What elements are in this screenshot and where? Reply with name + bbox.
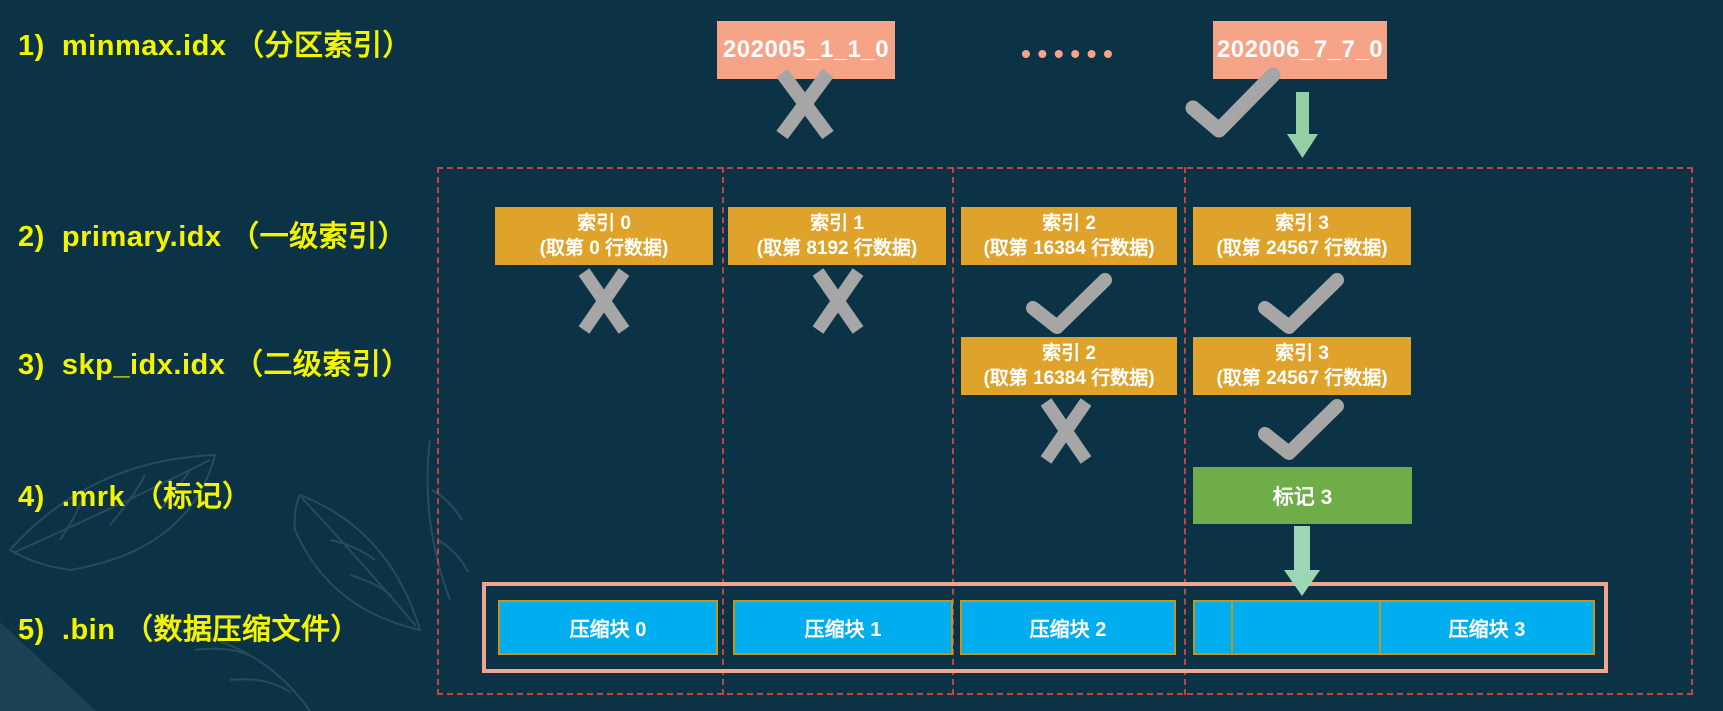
- bin-container: [482, 582, 1608, 673]
- index-title: 索引 1: [810, 212, 864, 234]
- down-arrow-icon: [1287, 92, 1318, 158]
- index-title: 索引 3: [1275, 342, 1329, 364]
- index-title: 索引 3: [1275, 212, 1329, 234]
- index-title: 索引 2: [1042, 212, 1096, 234]
- corner-wedge: [0, 622, 96, 711]
- leaf-watermark: [0, 439, 469, 711]
- index-title: 索引 0: [577, 212, 631, 234]
- index-subtitle: (取第 0 行数据): [539, 238, 669, 259]
- bin-block-2: 压缩块 2: [960, 600, 1176, 655]
- row-label-mrk: 4) .mrk （标记）: [18, 481, 252, 513]
- column-divider-1: [722, 167, 724, 695]
- x-icon: [812, 268, 864, 334]
- index-subtitle: (取第 8192 行数据): [756, 238, 918, 259]
- column-divider-3: [1184, 167, 1186, 695]
- row-label-primary-idx: 2) primary.idx （一级索引）: [18, 221, 408, 253]
- column-divider-2: [952, 167, 954, 695]
- check-icon: [1258, 399, 1344, 460]
- check-icon: [1026, 273, 1112, 334]
- row-label-bin: 5) .bin （数据压缩文件）: [18, 614, 361, 646]
- bin-block-divider: [1231, 602, 1233, 653]
- primary-index-box-3: 索引 3 (取第 24567 行数据): [1193, 207, 1411, 265]
- row-label-minmax-idx: 1) minmax.idx （分区索引）: [18, 30, 413, 62]
- x-icon: [1040, 398, 1092, 464]
- primary-index-box-2: 索引 2 (取第 16384 行数据): [961, 207, 1177, 265]
- x-icon: [776, 68, 834, 140]
- check-icon: [1258, 273, 1344, 334]
- primary-index-box-1: 索引 1 (取第 8192 行数据): [728, 207, 946, 265]
- ellipsis-dots: [1022, 50, 1112, 58]
- index-subtitle: (取第 24567 行数据): [1216, 238, 1388, 259]
- bin-block-0: 压缩块 0: [498, 600, 718, 655]
- bin-block-3: 压缩块 3: [1193, 600, 1595, 655]
- check-icon: [1185, 67, 1281, 138]
- primary-index-box-0: 索引 0 (取第 0 行数据): [495, 207, 713, 265]
- partition-dashed-outline: [437, 167, 1693, 695]
- x-icon: [578, 268, 630, 334]
- partition-box-202005: 202005_1_1_0: [717, 21, 895, 79]
- skip-index-box-3: 索引 3 (取第 24567 行数据): [1193, 337, 1411, 395]
- bin-block-1: 压缩块 1: [733, 600, 953, 655]
- index-subtitle: (取第 16384 行数据): [983, 238, 1155, 259]
- index-subtitle: (取第 16384 行数据): [983, 368, 1155, 389]
- bin-block-divider: [1379, 602, 1381, 653]
- down-arrow-icon: [1284, 526, 1320, 596]
- mark-box-3: 标记 3: [1193, 467, 1412, 524]
- bin-block-3-label: 压缩块 3: [1448, 619, 1526, 641]
- row-label-skp-idx: 3) skp_idx.idx （二级索引）: [18, 349, 411, 381]
- index-subtitle: (取第 24567 行数据): [1216, 368, 1388, 389]
- skip-index-box-2: 索引 2 (取第 16384 行数据): [961, 337, 1177, 395]
- index-title: 索引 2: [1042, 342, 1096, 364]
- partition-box-202006: 202006_7_7_0: [1213, 21, 1387, 79]
